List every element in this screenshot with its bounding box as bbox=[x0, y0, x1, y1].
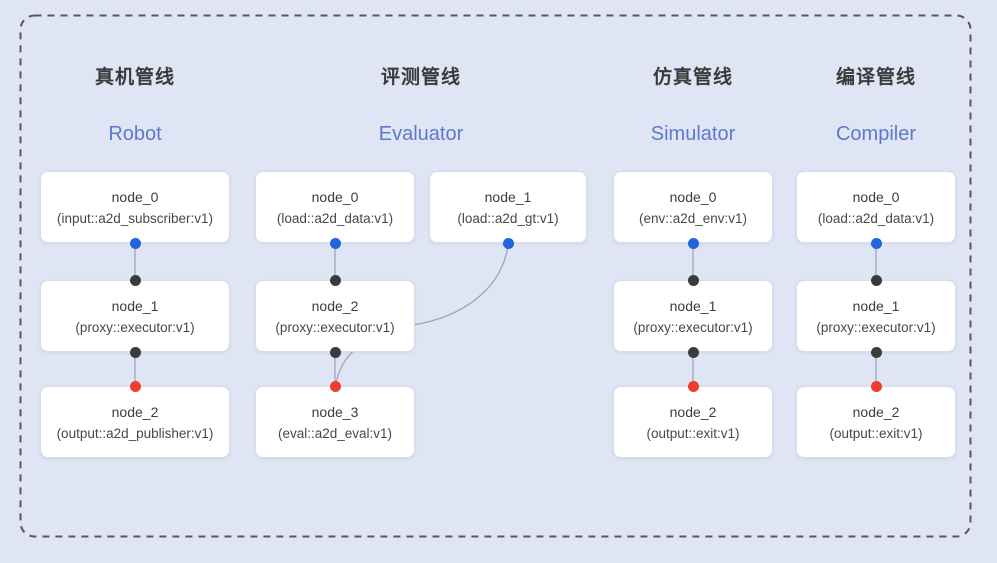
node-title: node_1 bbox=[852, 297, 900, 314]
input-port-red-dot bbox=[870, 380, 882, 392]
node-title: node_2 bbox=[669, 403, 717, 420]
node-robot-0: node_0 (input::a2d_subscriber:v1) bbox=[40, 171, 230, 243]
input-port-red-dot bbox=[687, 380, 699, 392]
pipeline-title-zh-compiler: 编译管线 bbox=[835, 67, 917, 88]
node-title: node_1 bbox=[111, 297, 159, 314]
node-subtitle: (load::a2d_gt:v1) bbox=[457, 210, 559, 226]
output-port-blue-dot bbox=[870, 237, 882, 249]
output-port-blue-dot bbox=[502, 237, 514, 249]
node-evaluator-0: node_0 (load::a2d_data:v1) bbox=[255, 171, 415, 243]
output-port-blue-dot bbox=[329, 237, 341, 249]
pipeline-title-en-simulator: Simulator bbox=[650, 123, 736, 145]
node-title: node_0 bbox=[852, 188, 900, 205]
output-port-dark-dot bbox=[870, 346, 882, 358]
node-subtitle: (env::a2d_env:v1) bbox=[638, 210, 748, 226]
node-robot-1: node_1 (proxy::executor:v1) bbox=[40, 280, 230, 352]
pipeline-title-zh-evaluator: 评测管线 bbox=[380, 67, 462, 88]
output-port-dark-dot bbox=[329, 346, 341, 358]
node-title: node_3 bbox=[311, 403, 359, 420]
input-port-dark-dot bbox=[870, 274, 882, 286]
output-port-dark-dot bbox=[129, 346, 141, 358]
input-port-dark-dot bbox=[687, 274, 699, 286]
node-subtitle: (proxy::executor:v1) bbox=[816, 319, 936, 335]
node-compiler-1: node_1 (proxy::executor:v1) bbox=[796, 280, 956, 352]
node-evaluator-1: node_1 (load::a2d_gt:v1) bbox=[429, 171, 587, 243]
node-title: node_2 bbox=[852, 403, 900, 420]
pipeline-title-en-evaluator: Evaluator bbox=[378, 123, 464, 145]
input-port-red-dot bbox=[329, 380, 341, 392]
output-port-dark-dot bbox=[687, 346, 699, 358]
straight-edges bbox=[134, 243, 877, 386]
node-subtitle: (proxy::executor:v1) bbox=[275, 319, 395, 335]
node-subtitle: (output::exit:v1) bbox=[646, 425, 740, 441]
node-subtitle: (proxy::executor:v1) bbox=[75, 319, 195, 335]
node-subtitle: (load::a2d_data:v1) bbox=[276, 210, 394, 226]
output-port-blue-dot bbox=[129, 237, 141, 249]
input-port-dark-dot bbox=[129, 274, 141, 286]
output-port-blue-dot bbox=[687, 237, 699, 249]
node-evaluator-2: node_2 (proxy::executor:v1) bbox=[255, 280, 415, 352]
node-title: node_0 bbox=[111, 188, 159, 205]
node-subtitle: (proxy::executor:v1) bbox=[633, 319, 753, 335]
node-simulator-1: node_1 (proxy::executor:v1) bbox=[613, 280, 773, 352]
node-title: node_0 bbox=[311, 188, 359, 205]
pipeline-title-zh-robot: 真机管线 bbox=[94, 67, 176, 88]
node-simulator-2: node_2 (output::exit:v1) bbox=[613, 386, 773, 458]
input-port-red-dot bbox=[129, 380, 141, 392]
node-subtitle: (input::a2d_subscriber:v1) bbox=[56, 210, 214, 226]
node-robot-2: node_2 (output::a2d_publisher:v1) bbox=[40, 386, 230, 458]
node-subtitle: (output::exit:v1) bbox=[829, 425, 923, 441]
node-title: node_1 bbox=[484, 188, 532, 205]
node-subtitle: (output::a2d_publisher:v1) bbox=[56, 425, 214, 441]
node-title: node_0 bbox=[669, 188, 717, 205]
input-port-dark-dot bbox=[329, 274, 341, 286]
node-simulator-0: node_0 (env::a2d_env:v1) bbox=[613, 171, 773, 243]
dashed-frame bbox=[19, 14, 972, 538]
node-title: node_1 bbox=[669, 297, 717, 314]
node-evaluator-3: node_3 (eval::a2d_eval:v1) bbox=[255, 386, 415, 458]
node-subtitle: (eval::a2d_eval:v1) bbox=[277, 425, 393, 441]
pipeline-title-en-compiler: Compiler bbox=[835, 123, 917, 145]
node-title: node_2 bbox=[311, 297, 359, 314]
node-subtitle: (load::a2d_data:v1) bbox=[817, 210, 935, 226]
node-title: node_2 bbox=[111, 403, 159, 420]
node-compiler-2: node_2 (output::exit:v1) bbox=[796, 386, 956, 458]
node-compiler-0: node_0 (load::a2d_data:v1) bbox=[796, 171, 956, 243]
pipeline-title-en-robot: Robot bbox=[108, 123, 162, 145]
pipeline-title-zh-simulator: 仿真管线 bbox=[652, 67, 734, 88]
